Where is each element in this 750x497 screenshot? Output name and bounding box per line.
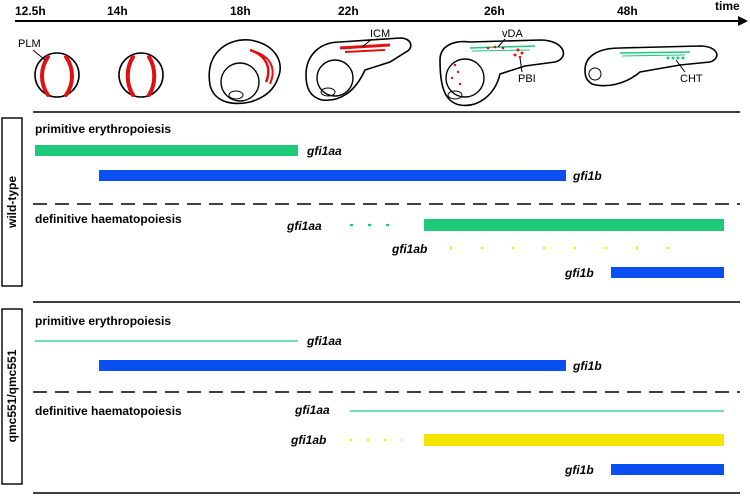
mut-definitive-gfi1aa-label: gfi1aa bbox=[294, 403, 330, 417]
tick-22h: 22h bbox=[338, 4, 359, 18]
embryo-18h bbox=[208, 39, 281, 105]
icm-label: ICM bbox=[370, 28, 390, 40]
timeline-header: 12.5h 14h 18h 22h 26h 48h time bbox=[15, 0, 748, 26]
tick-26h: 26h bbox=[484, 4, 505, 18]
plm-label: PLM bbox=[18, 38, 41, 50]
wt-primitive-gfi1b-label: gfi1b bbox=[572, 169, 602, 183]
mut-definitive-gfi1b-label: gfi1b bbox=[564, 463, 594, 477]
wt-definitive-gfi1ab-label: gfi1ab bbox=[391, 242, 427, 256]
cht-label: CHT bbox=[680, 73, 703, 85]
tick-18h: 18h bbox=[230, 4, 251, 18]
wt-definitive-gfi1aa-bar bbox=[424, 219, 724, 231]
wt-definitive-gfi1aa-label: gfi1aa bbox=[286, 219, 322, 233]
mut-definitive-gfi1ab-label: gfi1ab bbox=[290, 433, 326, 447]
embryo-stages: PLM ICM bbox=[18, 28, 718, 107]
plm-pointer bbox=[32, 49, 46, 61]
wildtype-side-label: wild-type bbox=[5, 176, 19, 229]
pbi-pointer bbox=[519, 57, 523, 73]
icm-pointer bbox=[361, 38, 373, 48]
wt-definitive-gfi1b-label: gfi1b bbox=[564, 266, 594, 280]
mutant-panel: primitive erythropoiesis gfi1aa gfi1b de… bbox=[35, 314, 724, 477]
mutant-side-label: qmc551/qmc551 bbox=[5, 349, 19, 442]
embryo-48h: CHT bbox=[584, 45, 718, 87]
vda-label: vDA bbox=[502, 28, 523, 40]
mut-definitive-gfi1ab-bar bbox=[424, 434, 724, 446]
tick-14h: 14h bbox=[107, 4, 128, 18]
wt-primitive-gfi1aa-bar bbox=[35, 145, 298, 156]
wt-primitive-title: primitive erythropoiesis bbox=[35, 122, 171, 136]
mutant-side-box bbox=[1, 308, 23, 485]
pbi-label: PBI bbox=[518, 73, 536, 85]
time-axis-arrowhead bbox=[738, 16, 748, 26]
embryo-22h: ICM bbox=[305, 28, 412, 101]
wt-primitive-gfi1b-bar bbox=[99, 170, 566, 181]
tick-48h: 48h bbox=[617, 4, 638, 18]
embryo-26h: vDA PBI bbox=[439, 28, 565, 107]
time-axis-label: time bbox=[715, 0, 740, 13]
mut-definitive-title: definitive haematopoiesis bbox=[35, 404, 182, 418]
embryo-12-5h: PLM bbox=[18, 38, 80, 98]
mut-primitive-gfi1aa-label: gfi1aa bbox=[306, 334, 342, 348]
embryo-14h bbox=[118, 52, 164, 98]
wildtype-panel: primitive erythropoiesis gfi1aa gfi1b de… bbox=[35, 122, 724, 280]
wildtype-side-box bbox=[1, 117, 23, 287]
tick-12-5h: 12.5h bbox=[15, 4, 46, 18]
mut-definitive-gfi1b-bar bbox=[611, 464, 724, 475]
wt-definitive-gfi1b-bar bbox=[611, 267, 724, 278]
vda-pointer bbox=[497, 38, 506, 48]
cht-pointer bbox=[675, 59, 686, 73]
mut-primitive-gfi1b-bar bbox=[99, 360, 566, 371]
mut-primitive-gfi1b-label: gfi1b bbox=[572, 359, 602, 373]
wt-primitive-gfi1aa-label: gfi1aa bbox=[306, 144, 342, 158]
wt-definitive-title: definitive haematopoiesis bbox=[35, 212, 182, 226]
mut-primitive-title: primitive erythropoiesis bbox=[35, 314, 171, 328]
